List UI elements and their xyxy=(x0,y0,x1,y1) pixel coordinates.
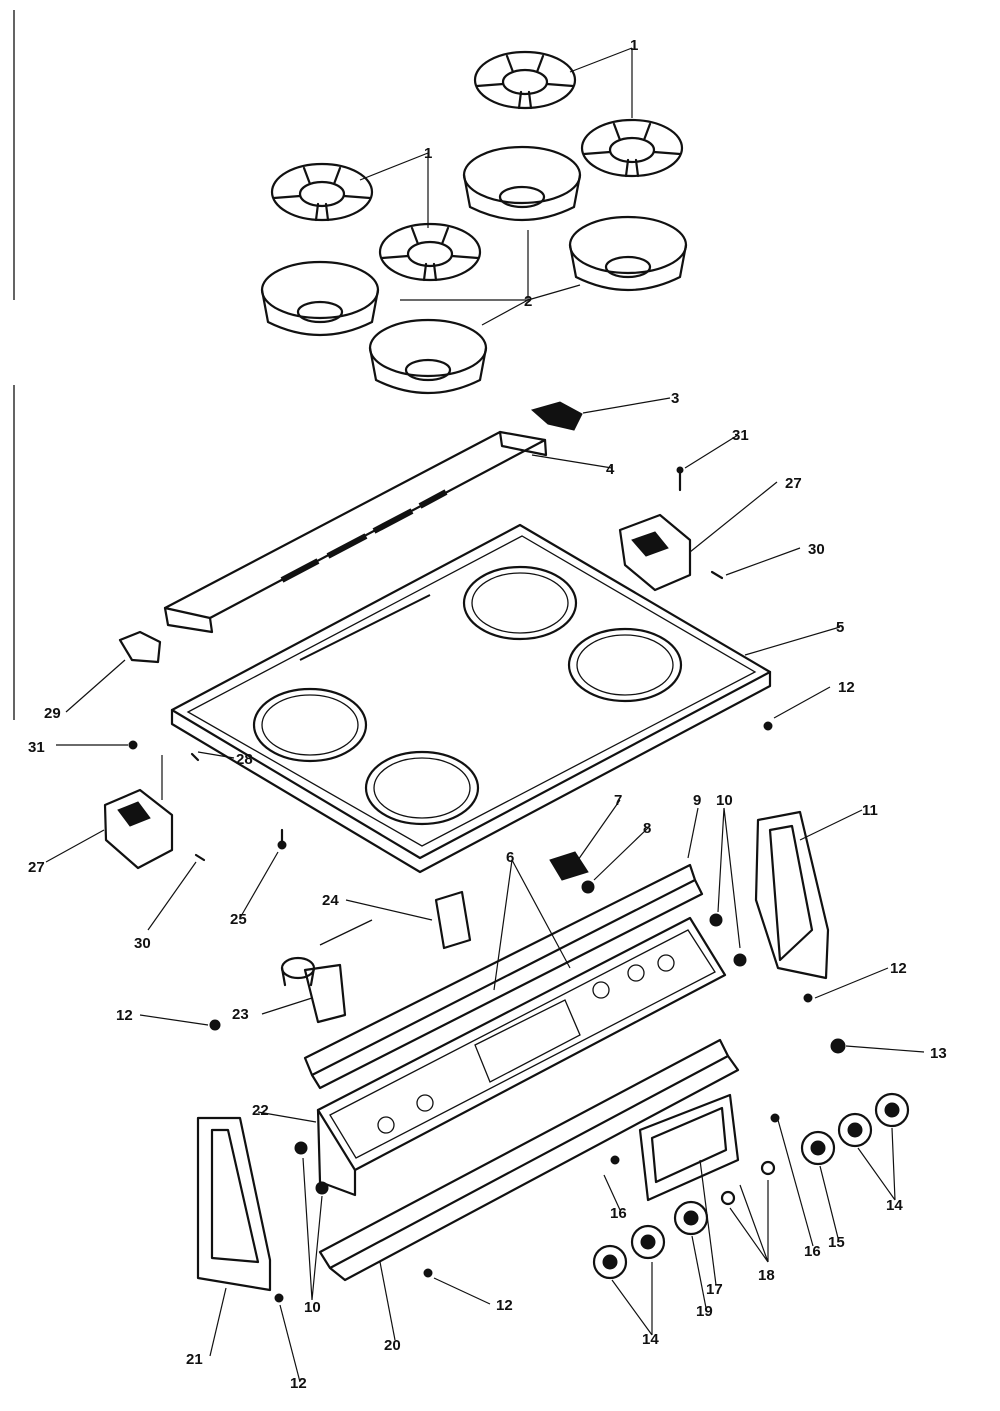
control-knob-14b xyxy=(592,1244,628,1280)
hinge-bracket-right xyxy=(618,513,692,592)
screw-12c xyxy=(209,1019,221,1031)
part-labels: 1 1 2 3 4 5 6 7 8 9 10 10 11 12 12 12 12… xyxy=(28,37,947,1392)
label-31b: 31 xyxy=(28,739,45,756)
label-30a: 30 xyxy=(808,541,825,558)
label-4: 4 xyxy=(606,461,615,478)
label-6: 6 xyxy=(506,849,514,866)
label-27a: 27 xyxy=(785,475,802,492)
burner-grate-2 xyxy=(580,118,684,178)
label-18: 18 xyxy=(758,1267,775,1284)
rear-vent-trim xyxy=(163,430,548,634)
burner-grate-1 xyxy=(473,50,577,110)
label-9: 9 xyxy=(693,792,701,809)
label-31a: 31 xyxy=(732,427,749,444)
label-15: 15 xyxy=(828,1234,845,1251)
screw-31-left xyxy=(128,740,138,750)
screw-30-right xyxy=(710,570,724,580)
screw-12b xyxy=(803,993,813,1003)
hinge-bracket-left xyxy=(103,788,174,870)
screw-12a xyxy=(763,721,773,731)
screw-16 xyxy=(610,1113,780,1165)
label-19: 19 xyxy=(696,1303,713,1320)
label-3: 3 xyxy=(671,390,679,407)
end-cap-left xyxy=(118,630,162,664)
control-knob-14d xyxy=(874,1092,910,1128)
label-12b: 12 xyxy=(890,960,907,977)
side-panel-right-11 xyxy=(754,810,830,980)
label-12e: 12 xyxy=(290,1375,307,1392)
control-knob-14a xyxy=(630,1224,666,1260)
label-1a: 1 xyxy=(630,37,638,54)
label-12d: 12 xyxy=(496,1297,513,1314)
drip-bowl-3 xyxy=(260,260,380,336)
grommet-10c xyxy=(294,1141,308,1155)
control-switch-23 xyxy=(280,919,373,1024)
label-16a: 16 xyxy=(804,1243,821,1260)
label-7: 7 xyxy=(614,792,622,809)
switch-24 xyxy=(434,890,472,950)
label-20: 20 xyxy=(384,1337,401,1354)
label-10a: 10 xyxy=(716,792,733,809)
control-panel-22 xyxy=(316,916,727,1197)
label-1b: 1 xyxy=(424,145,432,162)
label-22: 22 xyxy=(252,1102,269,1119)
control-knob-19 xyxy=(673,1200,709,1236)
front-rail-9 xyxy=(303,863,704,1090)
label-17: 17 xyxy=(706,1281,723,1298)
label-16b: 16 xyxy=(610,1205,627,1222)
lamp-18 xyxy=(720,1160,776,1206)
grommet-10b xyxy=(733,953,747,967)
label-14a: 14 xyxy=(886,1197,903,1214)
end-cap-right xyxy=(530,401,583,431)
burner-grate-4 xyxy=(378,222,482,282)
screw-12e xyxy=(274,1293,284,1303)
burner-grate-3 xyxy=(270,162,374,222)
drip-bowl-4 xyxy=(368,318,488,394)
label-11: 11 xyxy=(862,802,878,819)
clock-bracket-17 xyxy=(638,1093,740,1202)
control-knob-15 xyxy=(800,1130,836,1166)
drip-bowl-1 xyxy=(462,145,582,221)
lower-trim-20 xyxy=(318,1038,740,1282)
label-14b: 14 xyxy=(642,1331,659,1348)
screw-31-right xyxy=(676,466,684,492)
label-12c: 12 xyxy=(116,1007,133,1024)
label-2: 2 xyxy=(524,293,532,310)
label-5: 5 xyxy=(836,619,844,636)
label-27b: 27 xyxy=(28,859,45,876)
grommet-10d xyxy=(315,1181,329,1195)
screw-28 xyxy=(190,752,200,762)
spring-clip-7 xyxy=(549,851,589,881)
label-12a: 12 xyxy=(838,679,855,696)
label-10b: 10 xyxy=(304,1299,321,1316)
grommet-13 xyxy=(830,1038,846,1054)
label-30b: 30 xyxy=(134,935,151,952)
label-25: 25 xyxy=(230,911,247,928)
side-panel-left-21 xyxy=(196,1116,272,1292)
label-8: 8 xyxy=(643,820,651,837)
control-knob-14c xyxy=(837,1112,873,1148)
label-28: 28 xyxy=(236,751,253,768)
label-13: 13 xyxy=(930,1045,947,1062)
label-21: 21 xyxy=(186,1351,203,1368)
cooktop-main-top xyxy=(170,523,772,874)
leader-lines xyxy=(45,47,925,1383)
label-24: 24 xyxy=(322,892,339,909)
drip-bowl-2 xyxy=(568,215,688,291)
grommet-10a xyxy=(709,913,723,927)
screw-12d xyxy=(423,1268,433,1278)
spring-8 xyxy=(581,880,595,894)
screw-30-left xyxy=(194,853,206,862)
label-29: 29 xyxy=(44,705,61,722)
label-23: 23 xyxy=(232,1006,249,1023)
screw-25 xyxy=(277,828,287,850)
